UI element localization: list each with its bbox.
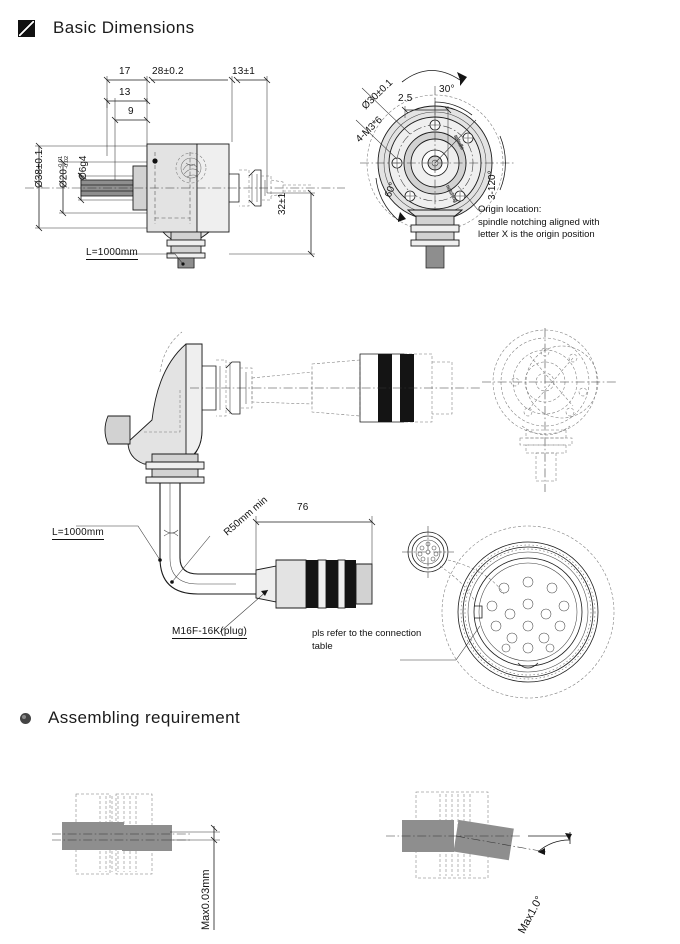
round-bullet-icon: [20, 712, 31, 724]
section-header-basic-dimensions: Basic Dimensions: [18, 18, 195, 38]
origin-note-line-2: spindle notching aligned with: [478, 216, 600, 228]
section-header-assembling-requirement: Assembling requirement: [20, 708, 240, 728]
square-bullet-icon: [18, 19, 35, 37]
connection-note-line-1: pls refer to the connection: [312, 628, 422, 639]
dia20-value: Ø20: [58, 169, 70, 188]
dimension-76: 76: [297, 502, 309, 513]
assembling-title: Assembling requirement: [48, 708, 241, 727]
tolerance-max-0p03mm: Max0.03mm: [200, 869, 212, 930]
callout-cable-length-assembly: L=1000mm: [52, 527, 104, 540]
dimension-2p5: 2.5: [398, 93, 413, 104]
dimension-dia6g4: Ø6g4: [78, 155, 89, 180]
page-title: Basic Dimensions: [53, 18, 195, 37]
callout-connection-table-note: pls refer to the connection table: [312, 628, 421, 653]
connection-note-line-2: table: [312, 640, 333, 652]
dimension-dia20: Ø20-0.01-0.02: [58, 156, 70, 188]
dimension-9: 9: [128, 106, 134, 117]
dimension-13-pm1: 13±1: [232, 66, 255, 77]
dimension-32-pm1: 32±1: [277, 192, 288, 215]
callout-cable-length-side: L=1000mm: [86, 247, 138, 260]
dimension-3-120-deg: 3-120°: [487, 170, 498, 200]
dimension-dia38: Ø38±0.1: [34, 149, 45, 188]
dia20-tol-lower: -0.02: [64, 155, 70, 169]
dimension-28: 28±0.2: [152, 66, 184, 77]
origin-location-note: Origin location: spindle notching aligne…: [478, 204, 599, 242]
dimension-17: 17: [119, 66, 131, 77]
dimension-13-top: 13: [119, 87, 131, 98]
origin-note-line-3: letter X is the origin position: [478, 229, 595, 240]
dimension-30-deg: 30°: [439, 84, 455, 95]
callout-connector-type: M16F-16K(plug): [172, 626, 248, 639]
origin-note-line-1: Origin location:: [478, 204, 542, 215]
